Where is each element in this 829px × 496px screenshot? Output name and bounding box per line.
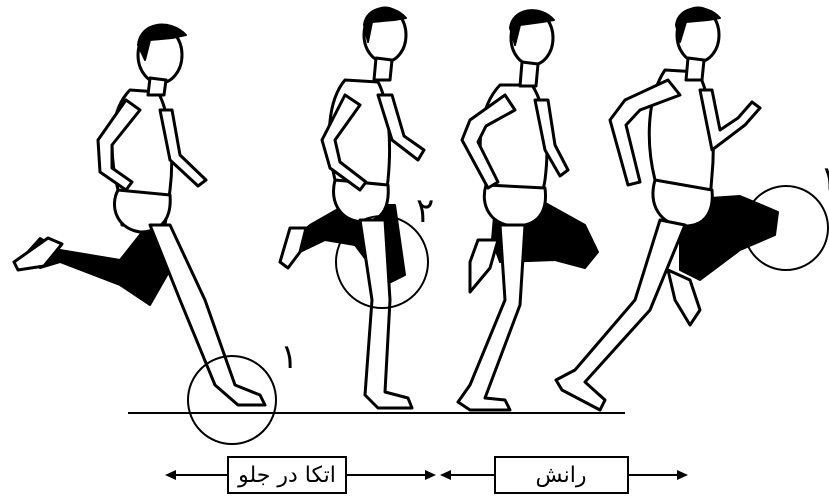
- phase-label-support: اتکا در جلو: [237, 463, 336, 488]
- runner-2: [280, 8, 424, 408]
- marker-label-2: ۲: [416, 191, 434, 231]
- runner-3: [458, 10, 598, 410]
- phase-arrow-support: اتکا در جلو: [165, 457, 436, 493]
- runner-4: [556, 8, 778, 410]
- marker-label-1: ۱: [280, 337, 298, 377]
- phase-arrow-push: رانش: [440, 457, 688, 493]
- runner-1: [14, 25, 265, 405]
- marker-label-3: ۱: [820, 159, 829, 199]
- phase-label-push: رانش: [536, 463, 587, 488]
